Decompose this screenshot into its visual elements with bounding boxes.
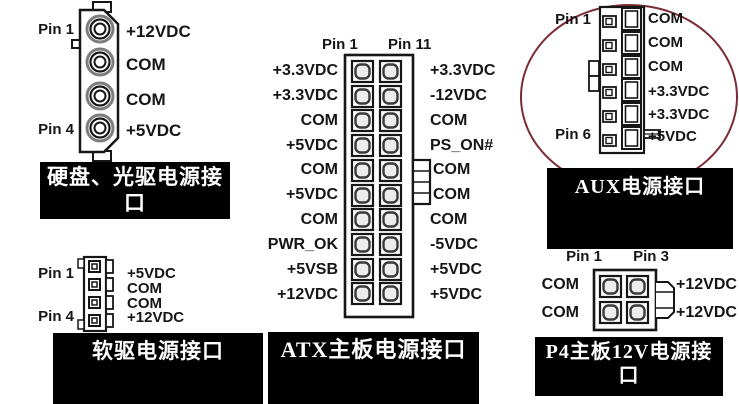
- floppy-pin-label: COM: [127, 280, 162, 297]
- aux-pin-label: +3.3VDC: [648, 106, 710, 123]
- molex-pin-label: COM: [126, 55, 166, 74]
- aux-pin-label: COM: [648, 10, 683, 27]
- atx-caption-box: ATX主板电源接口: [268, 332, 479, 404]
- atx-left-pin-label: COM: [300, 112, 338, 129]
- atx-left-pin-label: PWR_OK: [267, 236, 338, 253]
- aux-caption-box: AUX电源接口: [547, 168, 733, 249]
- atx-right-pin-label: COM: [433, 161, 471, 178]
- aux-pin-label: +5VDC: [648, 128, 697, 145]
- atx-left-pin-label: +5VSB: [286, 261, 338, 278]
- floppy-connector-drawing: [75, 252, 130, 337]
- floppy-pin4-ref: Pin 4: [38, 308, 74, 325]
- atx-right-pin-label: PS_ON#: [430, 137, 494, 154]
- atx-right-pin-label: +5VDC: [430, 286, 483, 303]
- atx-left-pin-label: +3.3VDC: [272, 87, 338, 104]
- aux-pin-label: COM: [648, 34, 683, 51]
- floppy-caption: 软驱电源接口: [92, 339, 224, 363]
- atx-left-pin-label: +5VDC: [285, 186, 338, 203]
- atx-right-pin-label: -12VDC: [430, 87, 487, 104]
- floppy-pin-label: +12VDC: [127, 309, 185, 326]
- molex-caption-line2: 口: [124, 191, 146, 215]
- p4-right-pin-label: +12VDC: [676, 304, 737, 321]
- atx-right-pin-label: COM: [430, 112, 468, 129]
- atx-left-pin-label: +5VDC: [285, 137, 338, 154]
- atx-pin1-ref: Pin 1: [322, 36, 358, 53]
- atx-left-pin-label: +3.3VDC: [272, 62, 338, 79]
- p4-pin1-ref: Pin 1: [566, 248, 602, 265]
- floppy-caption-box: 软驱电源接口: [53, 333, 263, 404]
- molex-caption-box: 硬盘、光驱电源接 口: [40, 162, 230, 219]
- molex-caption-line1: 硬盘、光驱电源接: [47, 165, 223, 189]
- molex-pin1-ref: Pin 1: [38, 21, 74, 38]
- molex-pin4-ref: Pin 4: [38, 121, 74, 138]
- atx-caption: ATX主板电源接口: [280, 337, 467, 362]
- atx-right-pin-label: -5VDC: [430, 236, 479, 253]
- atx-connector-drawing: [338, 48, 438, 320]
- p4-right-pin-label: +12VDC: [676, 276, 737, 293]
- atx-right-pin-label: +5VDC: [430, 261, 483, 278]
- molex-connector-drawing: [70, 0, 130, 166]
- p4-caption-box: P4主板12V电源接 口: [535, 337, 723, 396]
- p4-left-pin-label: COM: [541, 304, 579, 321]
- atx-left-pin-label: COM: [300, 161, 338, 178]
- aux-pin6-ref: Pin 6: [555, 126, 591, 143]
- p4-caption-line1: P4主板12V电源接: [545, 341, 713, 363]
- floppy-pin-label: COM: [127, 295, 162, 312]
- molex-pin-label: +5VDC: [126, 121, 182, 140]
- floppy-pin1-ref: Pin 1: [38, 265, 74, 282]
- floppy-pin-label: +5VDC: [127, 265, 176, 282]
- molex-pin-label: +12VDC: [126, 22, 191, 41]
- p4-caption-line2: 口: [618, 365, 640, 387]
- atx-left-pin-label: COM: [300, 211, 338, 228]
- aux-pin1-ref: Pin 1: [555, 11, 591, 28]
- atx-right-pin-label: COM: [430, 211, 468, 228]
- atx-pin11-ref: Pin 11: [388, 36, 432, 53]
- aux-caption: AUX电源接口: [574, 176, 706, 198]
- atx-left-pin-label: +12VDC: [277, 286, 338, 303]
- p4-left-pin-label: COM: [541, 276, 579, 293]
- atx-right-pin-label: +3.3VDC: [430, 62, 496, 79]
- p4-pin3-ref: Pin 3: [633, 248, 669, 265]
- p4-connector-drawing: [586, 264, 686, 336]
- molex-pin-label: COM: [126, 90, 166, 109]
- atx-right-pin-label: COM: [433, 186, 471, 203]
- aux-pin-label: COM: [648, 58, 683, 75]
- aux-pin-label: +3.3VDC: [648, 83, 710, 100]
- aux-connector-drawing: [588, 3, 673, 155]
